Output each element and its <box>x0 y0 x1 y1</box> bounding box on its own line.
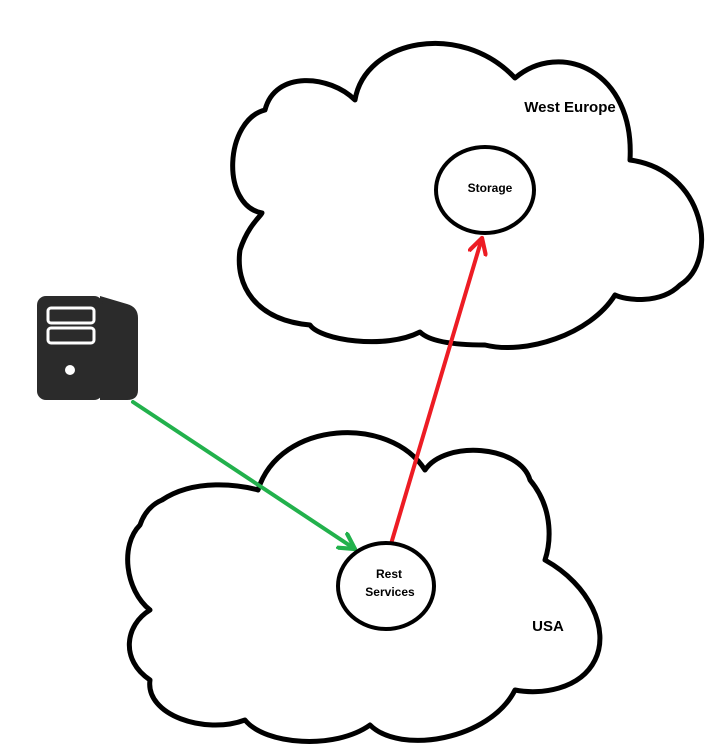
west-europe-label: West Europe <box>524 99 615 116</box>
storage-node: Storage <box>434 145 536 235</box>
rest-to-storage-arrow <box>389 238 482 546</box>
rest-services-label-line2: Services <box>365 585 415 599</box>
storage-label: Storage <box>468 181 513 195</box>
rest-services-label-line1: Rest <box>376 567 402 581</box>
rest-services-node: Rest Services <box>336 541 436 631</box>
storage-circle <box>434 145 536 235</box>
server-tower-icon <box>37 296 138 400</box>
rest-services-circle <box>336 541 436 631</box>
usa-label: USA <box>532 618 564 635</box>
client-to-rest-arrow <box>131 400 355 549</box>
